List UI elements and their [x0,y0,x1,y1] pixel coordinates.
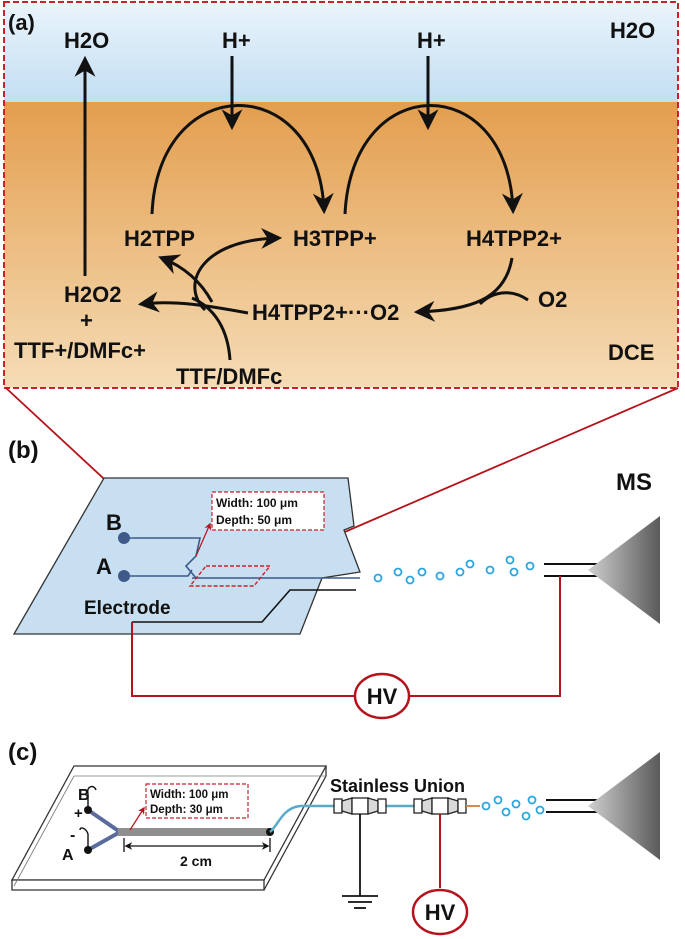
stainless-union-2 [413,797,467,815]
channel-b-label-c: B [78,787,90,804]
panel-c: (c) B + - A Width: 100 μm Depth: 30 μm 2… [8,739,660,936]
minus-sign-c: - [70,827,75,844]
water-phase-label: H2O [610,18,655,43]
length-label-c: 2 cm [180,853,212,869]
width-text-c: Width: 100 μm [150,789,229,801]
donor-curve [191,296,232,361]
species-plus: + [80,308,93,333]
hv-wire-b [131,576,561,697]
hv-label-b: HV [367,684,398,709]
proton-label-2: H+ [417,28,446,53]
zoom-region-b [188,565,272,587]
union-label: Stainless Union [330,776,465,796]
plus-sign-c: + [74,805,83,822]
chip-c-edge-right [263,775,327,891]
depth-text-c: Depth: 30 μm [150,804,223,816]
spray-droplets-c [481,795,545,821]
arrow-h4tpp-to-complex [413,257,514,322]
proton-label-1: H+ [222,28,251,53]
chip-c-edge [11,879,265,891]
reservoir-b [118,532,130,544]
dimension-arrow-b [195,522,211,557]
electrode-b [132,589,356,623]
ms-label: MS [616,469,652,496]
hv-label-c: HV [425,900,456,925]
stainless-union-1 [333,797,387,815]
water-phase [4,2,678,102]
species-h3tpp: H3TPP+ [293,226,377,251]
species-oxidized-donor: TTF+/DMFc+ [14,338,146,363]
dimension-box-b [211,491,325,531]
panel-b: (b) MS B A Width: 100 μm Depth: 50 μm El… [8,437,660,720]
channel-b-label: B [106,510,122,535]
channel-a-label-c: A [62,847,74,864]
dce-phase-label: DCE [608,340,654,365]
electrode-label: Electrode [84,598,171,619]
species-complex: H4TPP2+···O2 [252,300,399,325]
protonation-arc-1 [150,104,334,215]
dimension-arrow-c [129,806,145,831]
chip-c-inner-left [13,775,75,887]
panel-a: (a) H2O DCE H2O H+ H+ H2TPP H3TPP+ H4TPP… [3,1,679,389]
panel-c-label: (c) [8,739,37,766]
arrow-complex-to-h2o2 [137,291,249,315]
ms-cone-c [588,752,660,860]
electrode-wire-b-c [86,785,97,810]
spray-droplets-b [373,555,535,585]
hv-supply-c [411,888,469,936]
channel-a-label: A [96,554,112,579]
ms-cone-b [588,516,660,624]
dimension-box-c [145,783,249,819]
reservoir-a [118,570,130,582]
protonation-arc-2 [343,104,523,215]
species-h2tpp: H2TPP [124,226,195,251]
panel-b-label: (b) [8,437,39,464]
species-o2: O2 [538,287,567,312]
electrode-wire-a-c [79,827,89,850]
depth-text-b: Depth: 50 μm [216,513,292,527]
panel-a-label: (a) [8,10,35,35]
dce-phase [4,102,678,388]
species-h2o2: H2O2 [64,282,121,307]
species-h4tpp: H4TPP2+ [466,226,562,251]
water-product-label: H2O [64,28,109,53]
width-text-b: Width: 100 μm [216,496,298,510]
channel-a [124,569,193,577]
arrow-complex-to-h2tpp [158,254,214,303]
species-donor: TTF/DMFc [176,364,282,389]
arrow-o2-in [478,291,529,306]
hv-supply-b [353,672,411,720]
panel-a-frame [3,1,679,389]
capillary-c [269,804,334,833]
